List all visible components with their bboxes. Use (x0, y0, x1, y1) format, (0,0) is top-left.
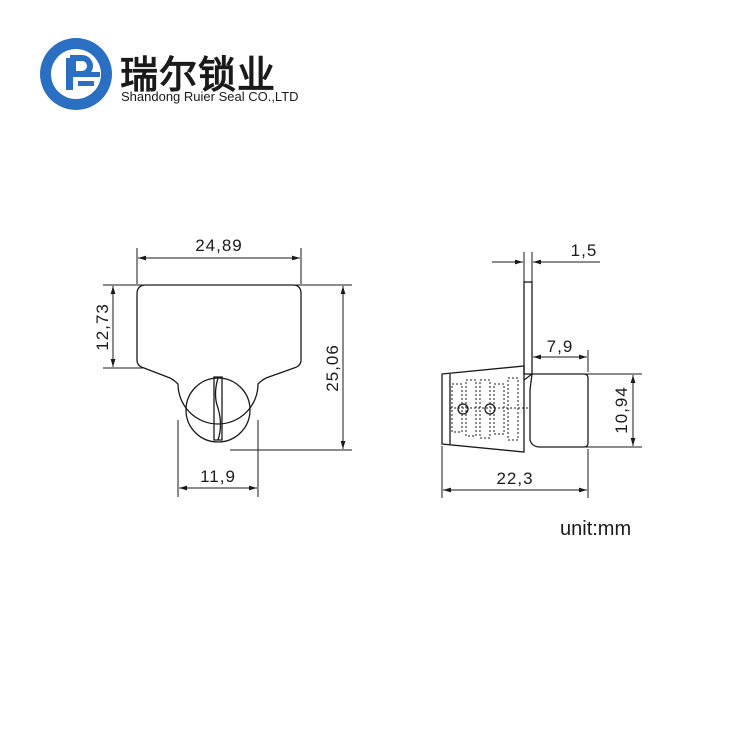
dim-side-body-height: 10,94 (612, 386, 631, 434)
ring-insert (213, 376, 223, 441)
dim-side-flap-thickness: 1,5 (571, 241, 598, 260)
pin-hole-1 (457, 403, 469, 415)
company-logo: 瑞尔锁业 Shandong Ruier Seal CO.,LTD (38, 36, 338, 116)
side-flap (523, 281, 533, 375)
dim-side-offset: 7,9 (547, 337, 574, 356)
side-body-right (529, 373, 589, 448)
dim-side-total-length: 22,3 (496, 469, 533, 488)
side-view (441, 281, 589, 453)
dim-front-ring-width: 11,9 (200, 467, 236, 486)
unit-label: unit:mm (560, 518, 632, 540)
front-view (136, 284, 302, 443)
side-body-left (441, 365, 525, 453)
pin-hole-2 (484, 403, 496, 415)
tag-outline (136, 284, 302, 425)
dim-front-total-height: 25,06 (323, 344, 342, 392)
dim-front-width: 24,89 (195, 236, 243, 255)
rf-monogram-logo-icon (40, 38, 112, 110)
brand-name-english: Shandong Ruier Seal CO.,LTD (121, 89, 299, 104)
dim-front-upper-height: 12,73 (93, 303, 112, 351)
brand-name-chinese: 瑞尔锁业 (120, 53, 277, 97)
